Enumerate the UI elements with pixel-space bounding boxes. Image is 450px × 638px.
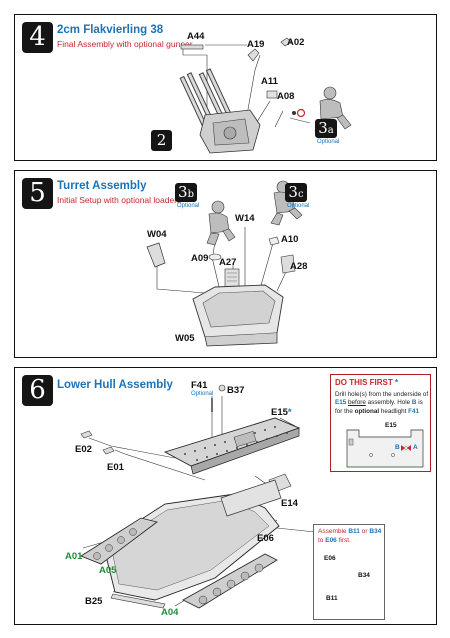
step-6-panel: 6 Lower Hull Assembly: [14, 367, 437, 625]
label-a05: A05: [99, 565, 117, 576]
step-4-number: 4: [22, 22, 53, 53]
note-title-text: DO THIS FIRST: [335, 378, 393, 387]
label-f41: F41: [191, 380, 208, 391]
reference-step-number: 2: [156, 131, 167, 149]
label-e14: E14: [281, 498, 298, 509]
note-title: DO THIS FIRST *: [335, 378, 398, 387]
label-b37: B37: [227, 385, 245, 396]
note-for-the: for the: [335, 407, 353, 415]
label-a04: A04: [161, 607, 179, 618]
note-hole-b: B: [411, 399, 417, 407]
callout-b34: B34: [369, 528, 382, 535]
label-a27: A27: [219, 257, 237, 268]
label-b25: B25: [85, 596, 103, 607]
optional-badge-3a: 3a: [315, 119, 337, 138]
step-4-subtitle: Final Assembly with optional gunner: [57, 39, 193, 49]
step-4-title: 2cm Flakvierling 38: [57, 24, 164, 36]
note-body: Drill hole(s) from the underside of E15 …: [335, 391, 431, 416]
label-w05: W05: [175, 333, 195, 344]
label-e15-star: *: [287, 407, 292, 418]
step-5-title: Turret Assembly: [57, 180, 147, 192]
note-marker-b: B: [395, 444, 400, 451]
label-a08: A08: [277, 91, 295, 102]
step-6-title: Lower Hull Assembly: [57, 379, 173, 391]
optional-caption-3a: Optional: [317, 139, 340, 145]
step-6-number: 6: [22, 375, 53, 406]
badge-number: 3: [178, 183, 188, 201]
step-5-number: 5: [22, 178, 53, 209]
note-inset-diagram: [346, 429, 424, 468]
badge-letter: c: [297, 189, 304, 200]
callout-inset-b11: B11: [326, 595, 338, 602]
label-e02: E02: [75, 444, 92, 455]
label-w14: W14: [235, 213, 255, 224]
callout-inset-b34: B34: [358, 572, 370, 579]
callout-inset-e06: E06: [324, 555, 336, 562]
callout-to: to: [318, 537, 324, 544]
note-inset-label-e15: E15: [385, 422, 397, 429]
label-a19: A19: [247, 39, 265, 50]
note-marker-a: A: [413, 444, 418, 451]
label-e01: E01: [107, 462, 124, 473]
note-line1: Drill hole(s) from the underside of: [335, 391, 429, 398]
label-e06: E06: [257, 533, 274, 544]
badge-number: 3: [288, 183, 298, 201]
note-title-star: *: [395, 378, 399, 387]
label-a11: A11: [261, 76, 278, 87]
label-a10: A10: [281, 234, 299, 245]
step-5-subtitle: Initial Setup with optional loaders: [57, 195, 182, 205]
badge-number: 3: [318, 119, 328, 137]
label-a28: A28: [290, 261, 308, 272]
label-a44: A44: [187, 31, 205, 42]
note-part-e15: E15: [335, 399, 347, 407]
callout-or: or: [361, 528, 368, 535]
note-part-f41: F41: [408, 407, 420, 415]
callout-line2: to E06 first.: [318, 537, 351, 545]
do-this-first-note: DO THIS FIRST * Drill hole(s) from the u…: [330, 374, 431, 472]
note-is: is: [418, 399, 423, 407]
callout-line1: Assemble B11 or B34: [318, 528, 381, 536]
callout-e06: E06: [325, 537, 337, 544]
step-4-panel: 4 2cm Flakvierling 38 Final Assembly wit…: [14, 14, 437, 161]
label-a09: A09: [191, 253, 209, 264]
optional-badge-3b: 3b: [175, 183, 197, 202]
label-e15-text: E15: [271, 407, 288, 418]
optional-caption-3b: Optional: [177, 203, 200, 209]
lower-hull-illustration: [80, 384, 366, 609]
note-before: before: [347, 399, 366, 407]
label-a01: A01: [65, 551, 83, 562]
callout-assemble: Assemble: [318, 528, 347, 535]
badge-letter: a: [327, 125, 334, 136]
label-a02: A02: [287, 37, 305, 48]
badge-letter: b: [187, 189, 194, 200]
note-optional: optional: [354, 407, 380, 415]
label-e15: E15*: [271, 407, 292, 418]
label-w04: W04: [147, 229, 167, 240]
note-headlight: headlight: [380, 407, 407, 415]
optional-badge-3c: 3c: [285, 183, 307, 202]
optional-caption-3c: Optional: [287, 203, 310, 209]
note-hole: Hole: [397, 399, 411, 407]
turret-illustration: [146, 180, 303, 347]
callout-b11: B11: [348, 528, 360, 535]
label-f41-optional: Optional: [191, 391, 214, 397]
assemble-callout: Assemble B11 or B34 to E06 first. E06 B3…: [313, 524, 385, 620]
flakvierling-illustration: [179, 37, 352, 154]
note-assembly: assembly.: [367, 399, 396, 407]
reference-step-badge: 2: [151, 130, 172, 151]
callout-first: first.: [338, 537, 351, 544]
step-5-panel: 5 Turret Assembly Initial Setup with opt…: [14, 170, 437, 358]
